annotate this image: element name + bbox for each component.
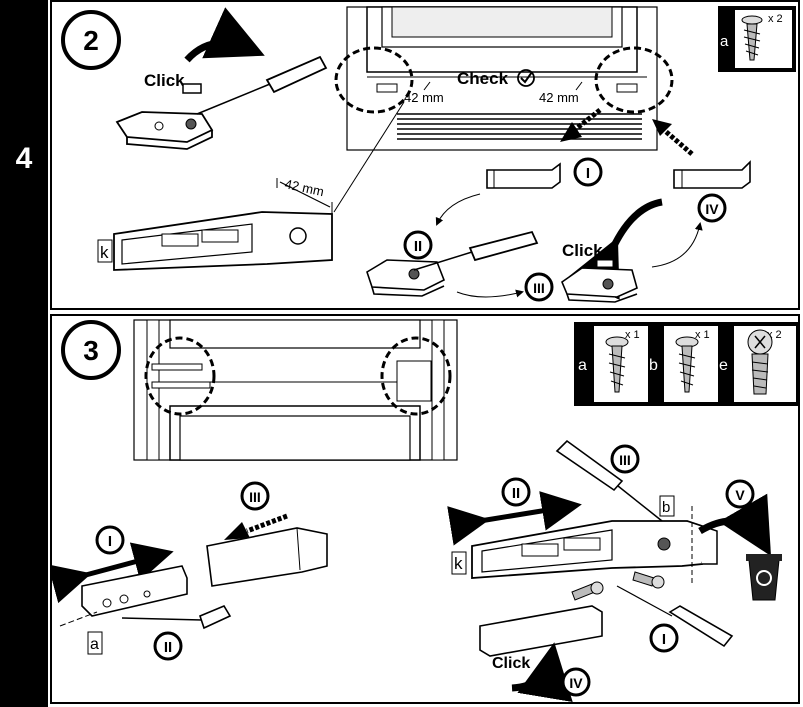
arrow-down-left-icon [560,122,582,142]
svg-text:II: II [164,639,172,656]
cover-screwing-illustration [366,230,539,297]
step-3-number: 3 [83,335,99,366]
arrow-left-icon [224,522,250,540]
dim-left-label: 42 mm [404,90,444,105]
detail-circle-right [594,46,674,114]
recycle-bin-icon [746,554,782,601]
screw-box-step3: a b e x 1 x 1 x 2 [574,322,800,406]
hinge-bracket-k: 42 mm k [97,176,333,271]
roman-3-circle-right: III [610,444,640,474]
step-2-number: 2 [83,25,99,56]
click-label-left: Click [144,71,185,90]
label-b: b [662,499,670,516]
step-2-diagram: 2 Click Check [61,6,796,303]
step-3-circle: 3 [61,320,121,380]
curved-arrow-icon [184,7,265,63]
svg-text:II: II [414,238,422,255]
screw-letter-a: a [720,33,729,50]
screw-icon [632,571,665,589]
vent-grille [397,113,642,140]
svg-text:IV: IV [705,201,719,217]
hinge-piece-1 [486,162,561,189]
screw-letter-a: a [578,357,587,374]
screwdriver-shaft [196,83,271,115]
step-2-panel: 2 Click Check [50,0,800,310]
label-a: a [90,636,99,653]
svg-text:I: I [662,631,666,648]
screwdriver-handle [668,605,734,648]
screw-icon [571,581,604,601]
part-k-label: k [454,554,463,573]
screw-b-icon [675,336,699,393]
screw-box-step2: a x 2 [718,6,796,72]
step-3-diagram: 3 a b e x 1 x 1 x 2 [52,319,800,703]
screw-a-icon [605,336,629,393]
screw-e-icon [747,329,773,395]
insert-arrows [560,108,694,156]
svg-text:I: I [108,533,112,550]
svg-text:III: III [249,489,261,505]
screwdriver-handle [199,604,232,630]
roman-1-circle: I [573,157,603,187]
detail-circle-left [144,336,216,416]
dim-right-label: 42 mm [539,90,579,105]
screw-icon [657,537,671,551]
screw-letter-e: e [719,357,728,374]
roman-4-circle: IV [697,193,727,223]
screw-letter-b: b [649,357,658,374]
curved-arrow-icon [698,493,772,557]
click-label-right: Click [562,241,603,260]
click-label: Click [492,655,530,672]
roman-1-circle-left: I [95,525,125,555]
svg-text:II: II [512,485,520,502]
step-sidebar: 4 [0,0,48,707]
hinge-cover-piece [206,527,328,587]
cabinet-top-view: Check 42 mm 42 mm [333,6,674,213]
screw-icon [741,15,763,61]
roman-3-circle-left: III [240,481,270,511]
screw-qty: x 2 [768,13,783,25]
curved-arrow-icon [511,642,573,703]
dim-bracket-label: 42 mm [283,176,325,199]
step-3-panel: 3 a b e x 1 x 1 x 2 [50,314,800,704]
cover-click-illustration: Click [561,198,663,303]
double-arrow-icon [447,491,582,546]
svg-text:V: V [735,487,745,503]
sidebar-step-number: 4 [15,142,33,175]
roman-3-circle: III [524,272,554,302]
check-icon [517,69,535,87]
roman-1-circle-right: I [649,623,679,653]
leader-line [333,101,405,213]
svg-text:III: III [619,452,631,468]
roman-5-circle-right: V [725,479,755,509]
svg-text:III: III [533,280,545,296]
cabinet-interior-view [133,319,458,461]
detail-circle-right [380,336,452,416]
detail-circle-left [334,46,414,114]
hinge-cover [479,605,603,657]
roman-2-circle-right: II [501,477,531,507]
curved-arrow-icon [568,198,663,300]
double-arrow-icon [52,542,174,604]
hinge-cover [115,111,214,143]
check-label: Check [457,69,509,88]
step-2-circle: 2 [61,10,121,70]
screw-qty-b: x 1 [695,329,710,341]
hinge-piece-4 [673,160,751,189]
arrow-up-left-icon [652,119,672,136]
lid-removal-illustration: Click [115,7,328,150]
screw-qty-a: x 1 [625,329,640,341]
screw-icon [185,118,197,130]
roman-2-circle: II [403,230,433,260]
part-k-label: k [100,243,109,262]
screwdriver-handle [265,55,328,94]
svg-text:IV: IV [569,675,583,691]
roman-2-circle-left: II [153,631,183,661]
left-removal-illustration: III I a II [52,481,328,661]
right-bracket-illustration: II III b k V [447,439,782,703]
roman-4-circle-right: IV [561,667,591,697]
screwdriver-handle [555,439,624,492]
svg-text:I: I [586,165,590,182]
cover-clip [182,83,202,94]
